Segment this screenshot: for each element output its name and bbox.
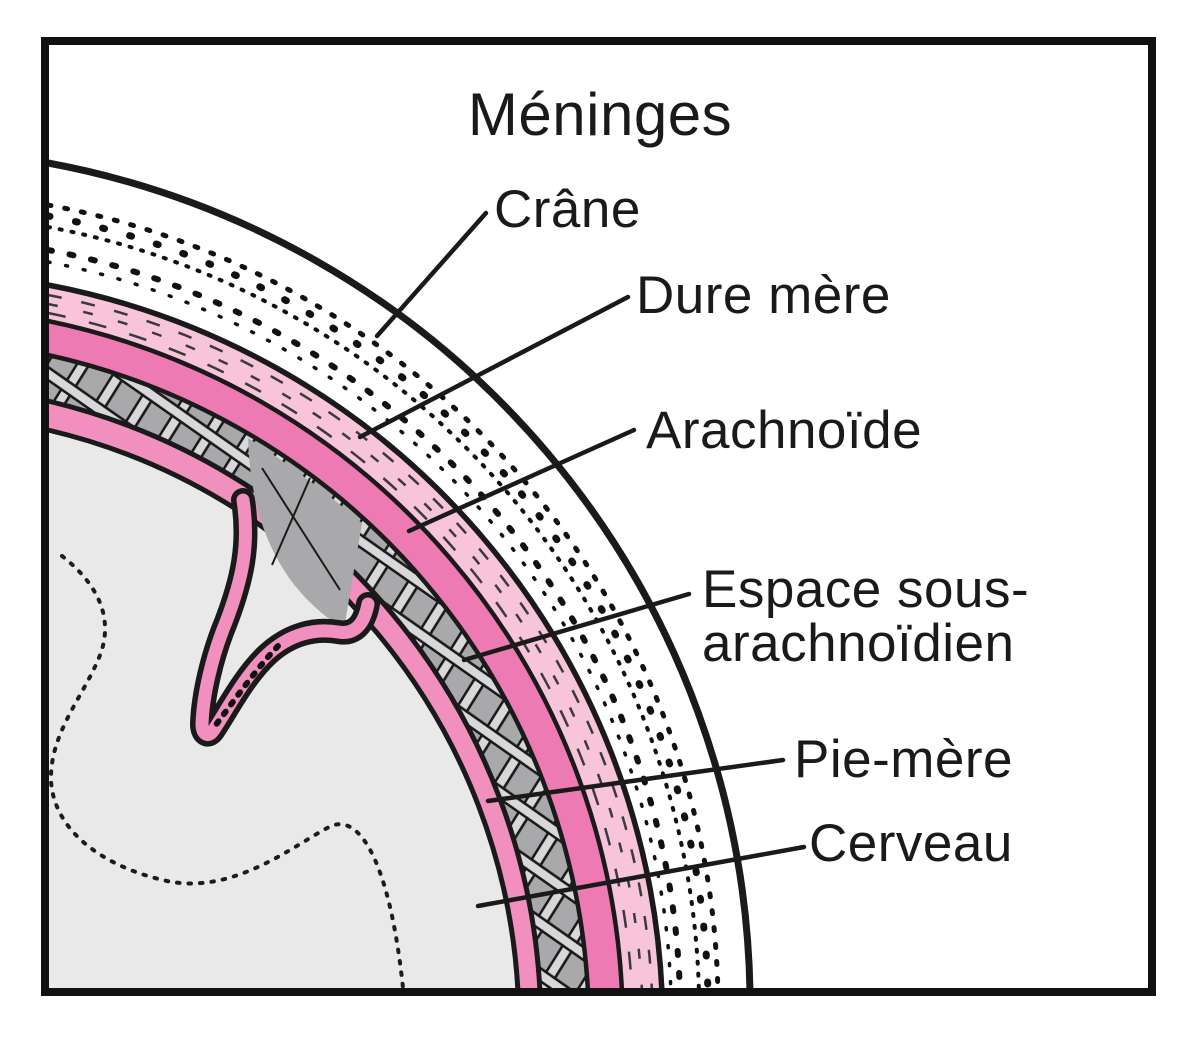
pia-brain-line <box>47 427 521 993</box>
frame-margin-top <box>0 0 1200 37</box>
frame-margin-right <box>1156 0 1200 1042</box>
label-cerveau: Cerveau <box>809 814 1013 873</box>
skull-outer-line <box>47 159 754 993</box>
cortex-dotted-curve <box>48 554 405 990</box>
title-meninges: Méninges <box>468 81 732 148</box>
leader-espace <box>461 591 692 663</box>
leader-cerveau <box>475 844 807 909</box>
layer-brain <box>45 430 518 992</box>
pia-outer-line <box>47 398 543 993</box>
leader-dure-mere <box>357 294 631 440</box>
label-arachnoide: Arachnoïde <box>646 401 922 460</box>
leader-lines <box>357 210 807 909</box>
label-crane: Crâne <box>494 180 641 239</box>
label-espace-line2: arachnoïdien <box>702 614 1014 673</box>
label-espace-line1: Espace sous- <box>702 560 1029 619</box>
leader-arachnoide <box>406 427 637 534</box>
figure-border <box>41 37 1156 996</box>
skull-inner-line <box>47 282 665 993</box>
frame-margin-left <box>0 0 41 1042</box>
leader-pie-mere <box>485 757 786 804</box>
dura-striations <box>47 293 654 993</box>
sulcus-fold <box>190 438 380 747</box>
label-dure-mere: Dure mère <box>636 266 891 325</box>
sulcus-throat-stipple <box>212 643 281 729</box>
sulcus-pia <box>195 493 375 741</box>
frame-margin-bottom <box>0 996 1200 1042</box>
arachnoid-space-line <box>47 352 591 993</box>
label-pie-mere: Pie-mère <box>794 730 1013 789</box>
leader-crane <box>374 210 489 339</box>
dura-arachnoid-line <box>47 318 625 993</box>
